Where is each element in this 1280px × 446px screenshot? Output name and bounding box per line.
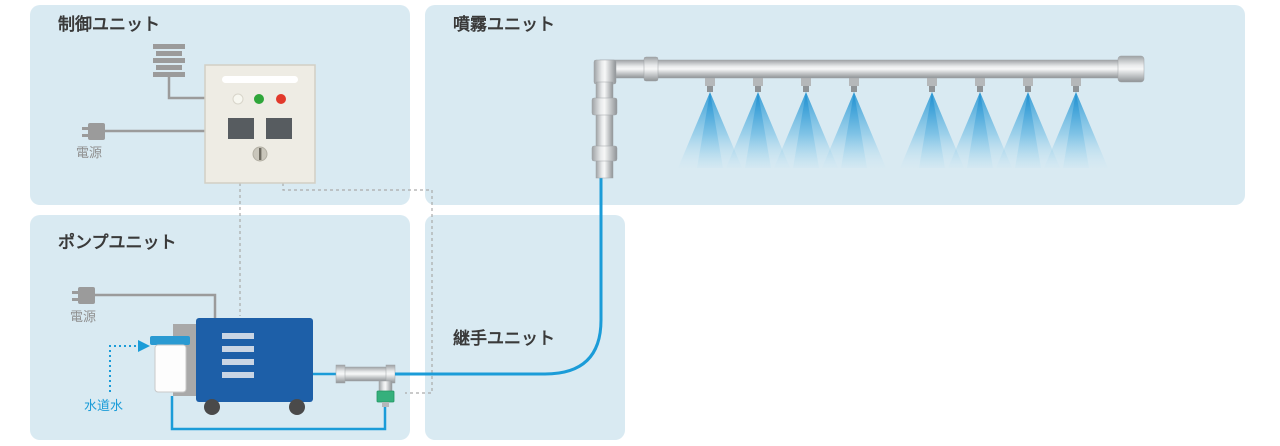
mist-cone-2: [726, 92, 790, 168]
pump-unit-graphic: 電源 水道水: [70, 287, 387, 431]
pump-vent-2: [222, 346, 254, 352]
nozzle-2: [753, 78, 763, 92]
hose-return-loop: [170, 396, 387, 431]
control-button-right: [266, 118, 292, 139]
wire-terminal-to-box: [167, 77, 205, 100]
control-unit-graphic: 電源: [76, 44, 316, 184]
tee-down-stub: [378, 380, 393, 393]
nozzle-6: [975, 78, 985, 92]
pipe-end-cap: [1117, 55, 1145, 83]
tap-water-dotted-line: [109, 345, 138, 392]
pump-vent-1: [222, 333, 254, 339]
key-slot: [259, 148, 262, 160]
panel-spray-unit: [425, 5, 1245, 205]
mist-cone-1: [678, 92, 742, 168]
spray-unit-title: 噴霧ユニット: [453, 14, 555, 35]
wire-plug-to-pump: [95, 293, 217, 318]
valve-outlet-stub: [382, 402, 389, 407]
panel-joint-unit: [425, 215, 625, 440]
mist-cone-4: [822, 92, 886, 168]
led-red: [276, 94, 286, 104]
filter-bowl: [154, 344, 187, 393]
manifold-pipe: [597, 59, 1127, 79]
dashed-cable-control-to-valve: [282, 183, 433, 394]
mist-cone-6: [948, 92, 1012, 168]
riser-pipe: [595, 81, 614, 179]
spray-unit-graphic: [591, 55, 1145, 179]
mist-cone-7: [996, 92, 1060, 168]
nozzle-8: [1071, 78, 1081, 92]
control-unit-title: 制御ユニット: [58, 14, 160, 35]
drain-valve-green: [376, 390, 395, 403]
nozzle-1: [705, 78, 715, 92]
pump-wheel-right: [289, 399, 305, 415]
mist-cone-8: [1044, 92, 1108, 168]
mist-cones: [678, 92, 1108, 168]
control-box: [204, 64, 316, 184]
pump-wheel-left: [204, 399, 220, 415]
led-green: [254, 94, 264, 104]
nozzle-7: [1023, 78, 1033, 92]
nozzle-5: [927, 78, 937, 92]
nozzle-4: [849, 78, 859, 92]
pump-vent-4: [222, 372, 254, 378]
fitting-body: [339, 366, 391, 382]
led-white: [232, 93, 244, 105]
terminal-block-icon: [153, 44, 185, 77]
fitting-ring-left: [335, 364, 346, 384]
pipe-coupling-1: [643, 56, 659, 82]
power-plug-icon: [82, 123, 105, 140]
filter-cap: [150, 336, 190, 345]
mist-cone-3: [774, 92, 838, 168]
control-box-slot: [222, 76, 298, 83]
tap-water-arrow-icon: [138, 340, 150, 352]
elbow-fitting: [593, 59, 617, 85]
pump-power-plug-icon: [72, 287, 95, 304]
outlet-fitting-graphic: [313, 364, 396, 407]
mist-cone-5: [900, 92, 964, 168]
joint-unit-title: 継手ユニット: [453, 328, 555, 349]
riser-coupling-2: [591, 145, 618, 162]
power-label-pump: 電源: [70, 310, 96, 325]
fitting-ring-right: [385, 364, 396, 384]
pump-body: [196, 318, 313, 402]
pump-vent-3: [222, 359, 254, 365]
power-label-control: 電源: [76, 146, 102, 161]
nozzles: [705, 78, 1081, 92]
pump-unit-title: ポンプユニット: [58, 232, 177, 253]
nozzle-3: [801, 78, 811, 92]
tap-water-label: 水道水: [84, 399, 123, 414]
control-button-left: [228, 118, 254, 139]
hose-main-supply: [395, 178, 603, 376]
riser-coupling-1: [591, 97, 618, 116]
